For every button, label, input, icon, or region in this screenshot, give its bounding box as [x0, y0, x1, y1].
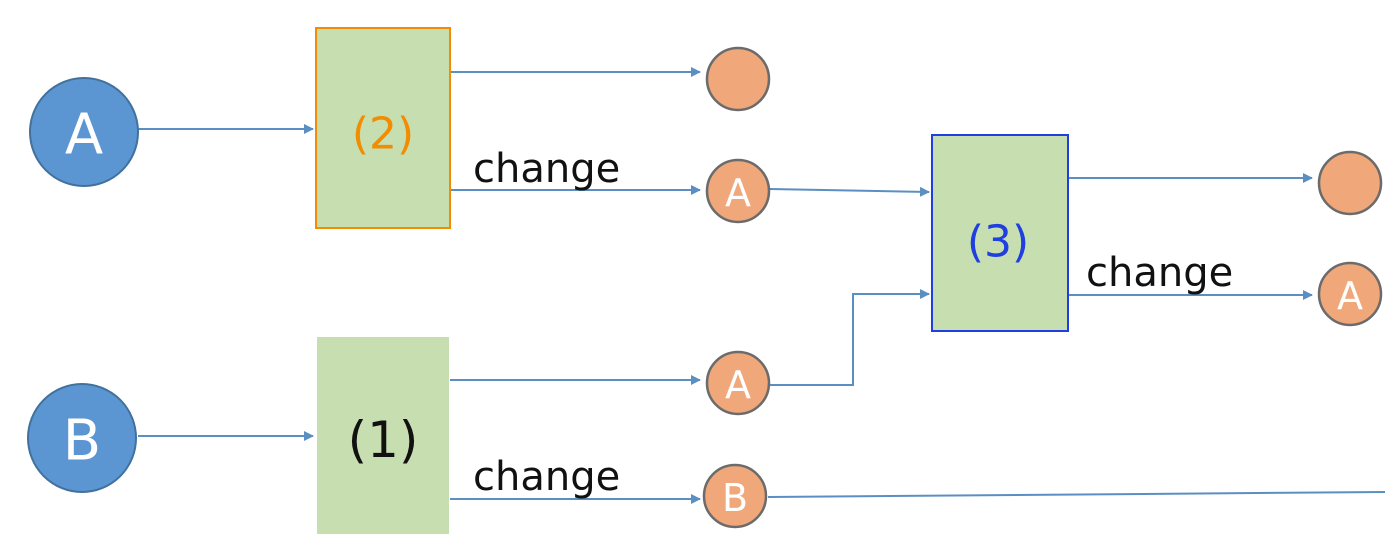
output-node-box-2-top-circle	[705, 46, 771, 112]
output-node-box-1-top-circle	[705, 350, 771, 416]
output-node-box-1-change-circle	[702, 463, 768, 529]
output-node-box-2-top	[705, 46, 771, 112]
edge-output-b-continuation	[767, 491, 1385, 498]
input-node-a-label: A	[65, 103, 103, 168]
input-node-a: A	[29, 77, 139, 187]
box-3-change-label: change	[1086, 250, 1233, 296]
box-2: (2)	[315, 27, 451, 229]
output-node-box-3-top	[1317, 150, 1383, 216]
output-node-box-1-change: B	[702, 463, 768, 529]
edge-output-a-to-box-3	[769, 186, 930, 197]
output-node-box-3-change-circle	[1317, 261, 1383, 327]
box-2-change-label: change	[473, 146, 620, 192]
output-node-box-2-change-circle	[705, 158, 771, 224]
box-3: (3)	[931, 134, 1069, 332]
input-node-b-label: B	[63, 409, 101, 474]
box-1: (1)	[317, 337, 449, 534]
box-3-rect	[931, 134, 1069, 332]
box-3-label: (3)	[967, 217, 1029, 268]
output-node-box-1-change-label: B	[722, 476, 748, 520]
output-node-box-3-change: A	[1317, 261, 1383, 327]
box-1-label: (1)	[348, 411, 419, 469]
input-node-b: B	[27, 383, 137, 493]
edge-output-a-to-box-3-lower	[770, 289, 930, 386]
input-node-b-circle	[27, 383, 137, 493]
output-node-box-2-change: A	[705, 158, 771, 224]
box-1-rect	[317, 337, 449, 534]
input-node-a-circle	[29, 77, 139, 187]
output-node-box-3-change-label: A	[1337, 274, 1363, 318]
output-node-box-1-top-label: A	[725, 363, 751, 407]
box-2-label: (2)	[352, 109, 414, 160]
output-node-box-2-change-label: A	[725, 171, 751, 215]
box-1-change-label: change	[473, 454, 620, 500]
output-node-box-3-top-circle	[1317, 150, 1383, 216]
output-node-box-1-top: A	[705, 350, 771, 416]
box-2-rect	[315, 27, 451, 229]
